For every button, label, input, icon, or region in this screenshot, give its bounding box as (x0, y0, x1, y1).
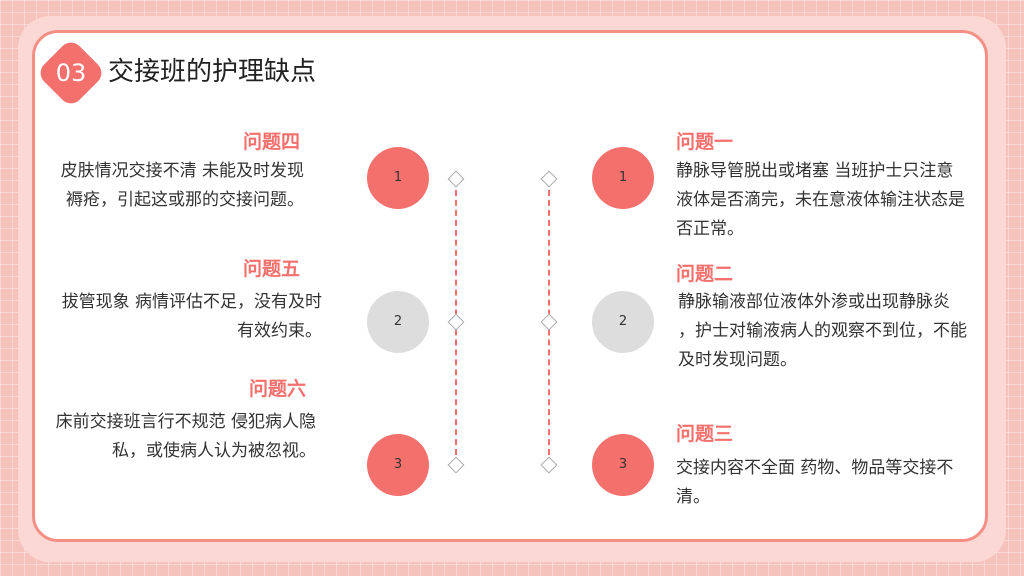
problem-2-desc: 静脉输液部位液体外渗或出现静脉炎 ，护士对输液病人的观察不到位，不能及时发现问题… (678, 292, 967, 370)
right-step-1-circle: 1 (592, 147, 654, 209)
problem-1-desc: 静脉导管脱出或堵塞 当班护士只注意液体是否滴完，未在意液体输注状态是否正常。 (676, 161, 965, 239)
right-step-3-circle: 3 (592, 434, 654, 496)
section-number: 03 (55, 59, 87, 87)
problem-5-title: 问题五 (242, 258, 300, 280)
content-card (32, 30, 988, 542)
right-step-2-circle: 2 (592, 291, 654, 353)
problem-4-desc: 皮肤情况交接不清 未能及时发现褥疮，引起这或那的交接问题。 (60, 161, 304, 210)
left-step-2-circle: 2 (367, 291, 429, 353)
problem-1-title: 问题一 (676, 131, 734, 153)
problem-4-title: 问题四 (242, 131, 300, 153)
page-title: 交接班的护理缺点 (108, 57, 317, 87)
left-step-1-circle: 1 (367, 147, 429, 209)
problem-3-title: 问题三 (676, 423, 734, 445)
problem-6-desc: 床前交接班言行不规范 侵犯病人隐私，或使病人认为被忽视。 (55, 412, 316, 461)
problem-3-desc: 交接内容不全面 药物、物品等交接不清。 (676, 458, 954, 507)
problem-5-desc: 拔管现象 病情评估不足，没有及时有效约束。 (61, 292, 322, 341)
problem-6-title: 问题六 (248, 378, 306, 400)
left-step-3-circle: 3 (367, 434, 429, 496)
problem-2-title: 问题二 (676, 263, 734, 285)
